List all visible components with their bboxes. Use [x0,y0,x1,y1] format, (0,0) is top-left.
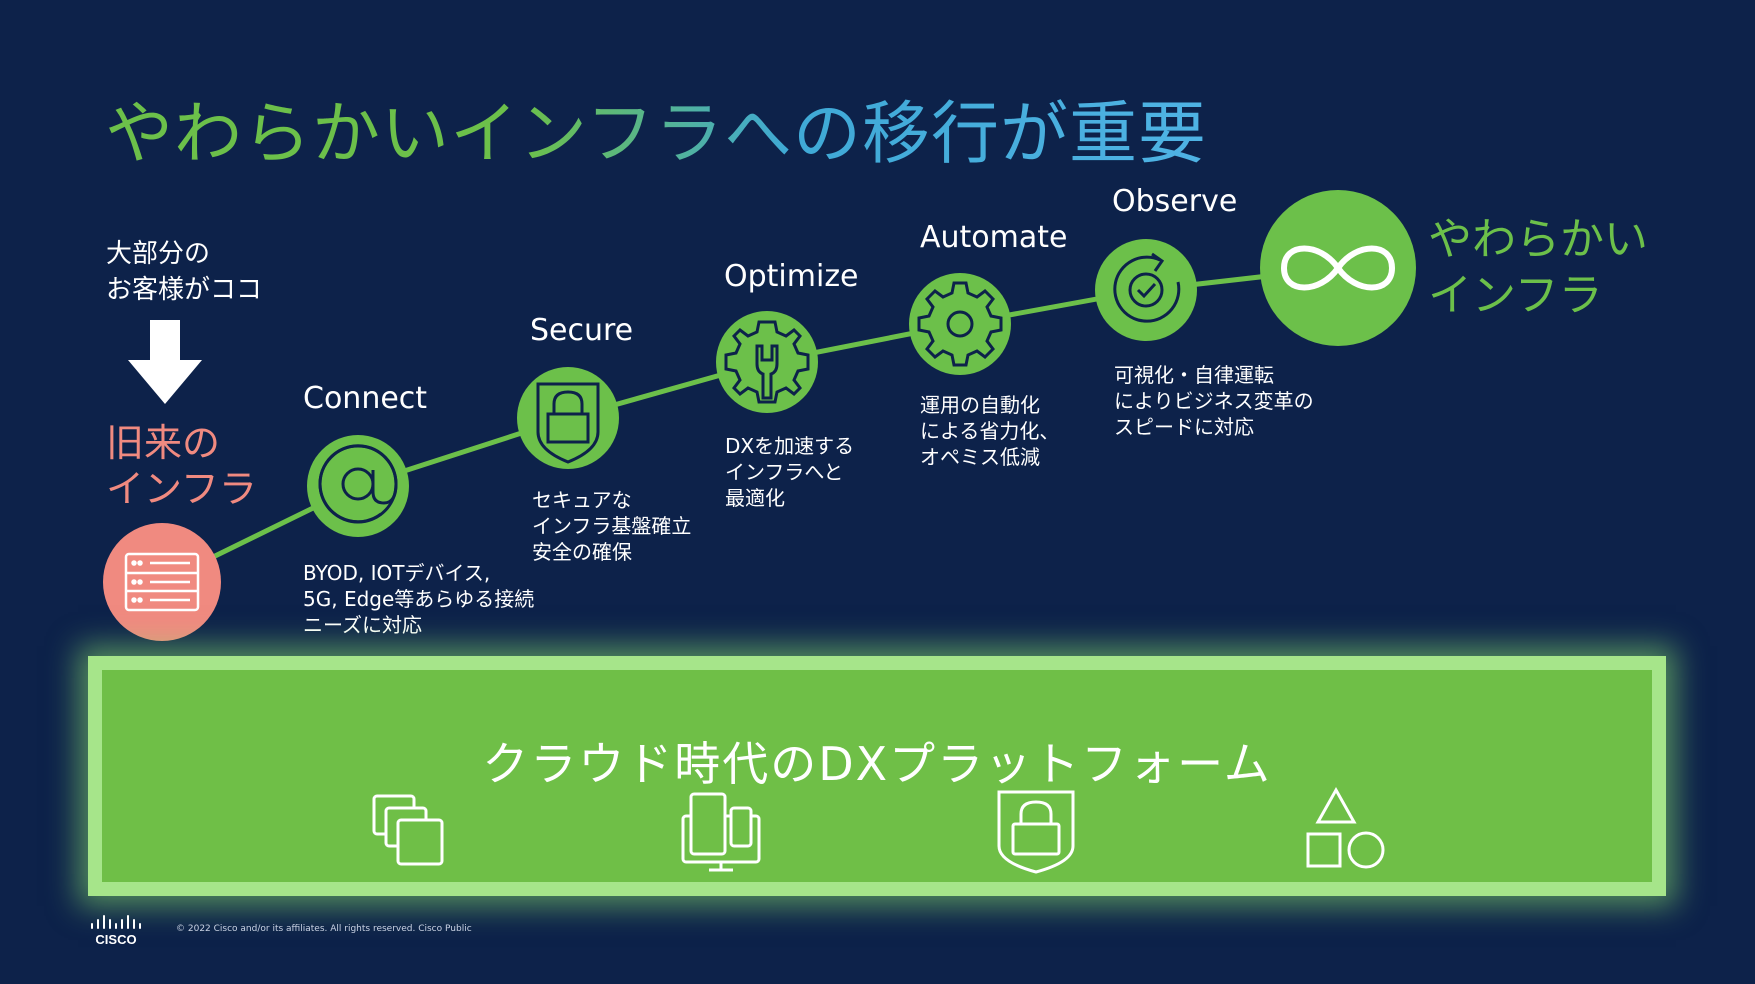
connect-node [307,435,409,537]
svg-text:CISCO: CISCO [95,932,136,947]
flexible-infra-line1: やわらかい [1428,214,1648,265]
refresh-check-icon [1113,252,1181,323]
dx-platform-title: クラウド時代のDXプラットフォーム [482,737,1272,791]
step-connect-desc: BYOD, IOTデバイス, 5G, Edge等あらゆる接続 ニーズに対応 [303,561,535,637]
flexible-infra-node [1260,190,1416,346]
flexible-infra-line2: インフラ [1428,270,1603,321]
automate-node [909,273,1011,375]
dx-platform-box: クラウド時代のDXプラットフォーム [88,656,1666,896]
step-observe-desc: 可視化・自律運転 によりビジネス変革の スピードに対応 [1114,363,1314,439]
step-secure-desc: セキュアな インフラ基盤確立 安全の確保 [532,488,692,564]
shapes-icon [1306,786,1385,869]
devices-icon [681,792,761,872]
cisco-logo: CISCO [91,915,141,947]
flexible-infra-label: やわらかい インフラ [1428,212,1648,324]
dx-platform-inner: クラウド時代のDXプラットフォーム [102,670,1652,882]
legacy-infra-line2: インフラ [106,467,257,511]
step-automate-desc: 運用の自動化 による省力化、 オペミス低減 [920,393,1060,469]
legacy-infra-line1: 旧来の [106,421,221,465]
legacy-infra-node [103,523,221,641]
stacked-windows-icon [372,794,444,866]
secure-node [517,367,619,469]
customers-note: 大部分の お客様がココ [106,236,262,308]
down-arrow-icon [128,320,202,404]
optimize-node [716,311,818,413]
gear-wrench-icon [724,320,810,404]
step-secure-title: Secure [530,313,634,348]
customers-note-line1: 大部分の [106,239,211,269]
at-sign-icon [318,444,398,524]
page-title: やわらかいインフラへの移行が重要 [105,78,1207,177]
customers-note-line2: お客様がココ [106,275,263,305]
step-optimize-title: Optimize [724,259,859,294]
shield-lock-icon [536,382,600,464]
observe-node [1095,239,1197,341]
copyright-text: © 2022 Cisco and/or its affiliates. All … [176,924,472,934]
shield-lock-icon [997,790,1075,874]
gear-icon [917,281,1003,367]
step-optimize-desc: DXを加速する インフラへと 最適化 [725,434,855,510]
step-connect-title: Connect [303,381,428,416]
step-automate-title: Automate [920,220,1068,255]
step-observe-title: Observe [1112,184,1238,219]
server-rack-icon [124,552,200,612]
legacy-infra-label: 旧来の インフラ [106,420,257,512]
infinity-icon [1280,245,1396,291]
